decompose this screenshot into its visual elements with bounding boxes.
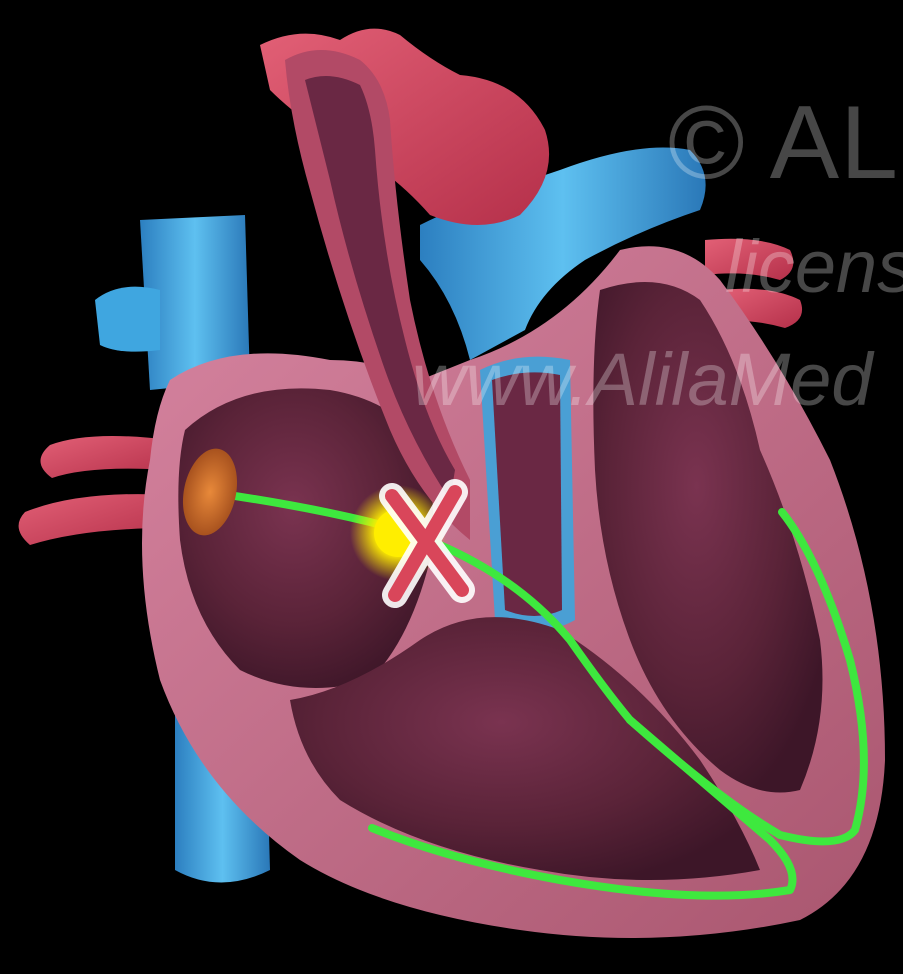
watermark-line-1: © ALILA <box>668 85 903 201</box>
watermark-line-2: licens <box>725 225 903 308</box>
watermark-line-3: www.AlilaMed <box>412 338 875 421</box>
